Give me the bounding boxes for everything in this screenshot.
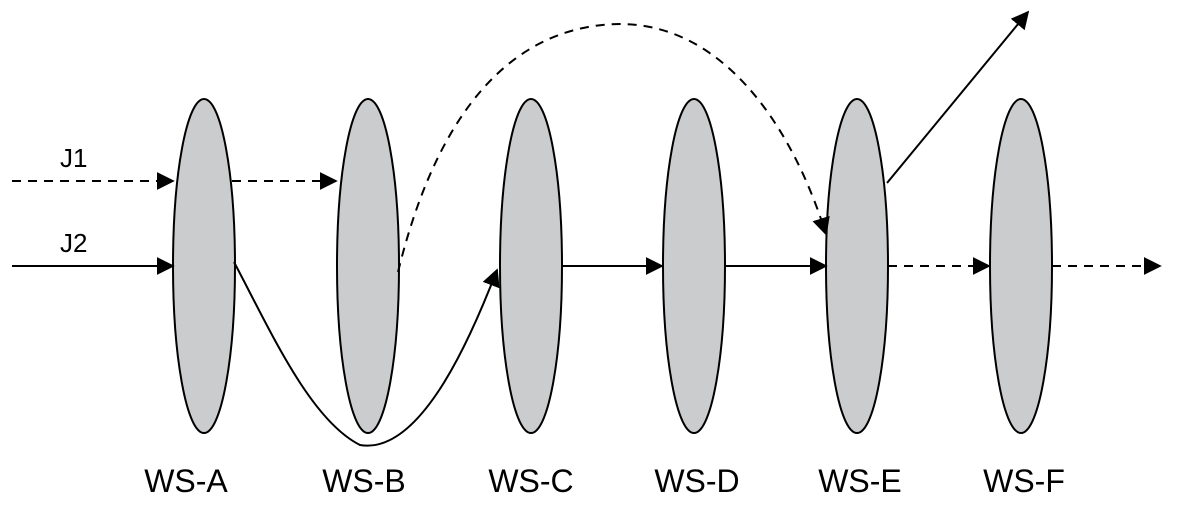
workstation-c — [499, 98, 563, 434]
workstation-label-e: WS-E — [818, 463, 902, 499]
j2-exit-arrow — [886, 10, 1030, 184]
workstation-label-d: WS-D — [654, 463, 739, 499]
job-label-j1: J1 — [60, 143, 87, 173]
job-label-j2: J2 — [60, 228, 87, 258]
workstation-d — [662, 98, 726, 434]
j2-a-to-c-curve — [233, 261, 500, 447]
workstation-e — [825, 98, 889, 434]
j1-b-to-e-arc — [397, 22, 830, 273]
workstation-label-b: WS-B — [322, 463, 406, 499]
workstation-b — [336, 98, 400, 434]
workstation-a — [172, 98, 236, 434]
workstation-label-a: WS-A — [144, 463, 228, 499]
workstation-label-f: WS-F — [983, 463, 1065, 499]
workstation-label-c: WS-C — [488, 463, 573, 499]
workstation-f — [989, 98, 1053, 434]
